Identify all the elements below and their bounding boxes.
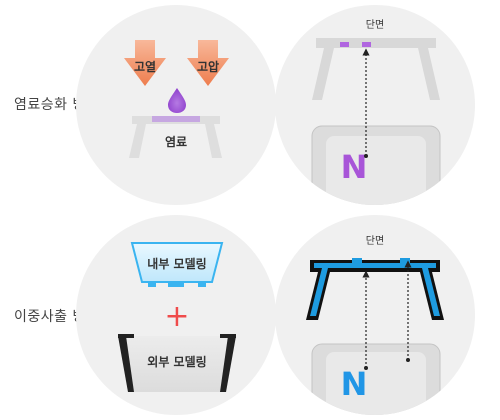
pressure-label: 고압 — [197, 60, 219, 74]
cross-section-label-2: 단면 — [366, 235, 384, 247]
dye-mark-left — [340, 42, 349, 47]
outer-modeling-label: 외부 모델링 — [147, 354, 206, 369]
pressure-arrow: 고압 — [187, 40, 229, 86]
dye-drop-icon — [168, 88, 186, 113]
keycap-top-frame — [312, 38, 440, 100]
key-stem-block — [311, 125, 441, 205]
trace-origin-dot — [364, 154, 368, 158]
dye-mark-right — [362, 42, 371, 47]
heat-arrow: 고열 — [124, 40, 166, 86]
inner-modeling-label: 내부 모델링 — [147, 256, 206, 271]
keycap-cross-section — [129, 116, 222, 158]
inner-modeling-part — [130, 242, 224, 287]
heat-label: 고열 — [134, 59, 156, 74]
nozzle-letter-purple: N — [341, 148, 368, 186]
trace-origin-dot-outer — [406, 358, 410, 362]
plus-icon: + — [164, 299, 189, 334]
nozzle-letter-blue: N — [341, 365, 368, 403]
double-key-stem-block — [311, 343, 441, 415]
cross-section-label: 단면 — [366, 19, 384, 31]
outer-modeling-part — [118, 334, 236, 392]
dye-label: 염료 — [165, 134, 187, 149]
trace-origin-dot-inner — [364, 366, 368, 370]
